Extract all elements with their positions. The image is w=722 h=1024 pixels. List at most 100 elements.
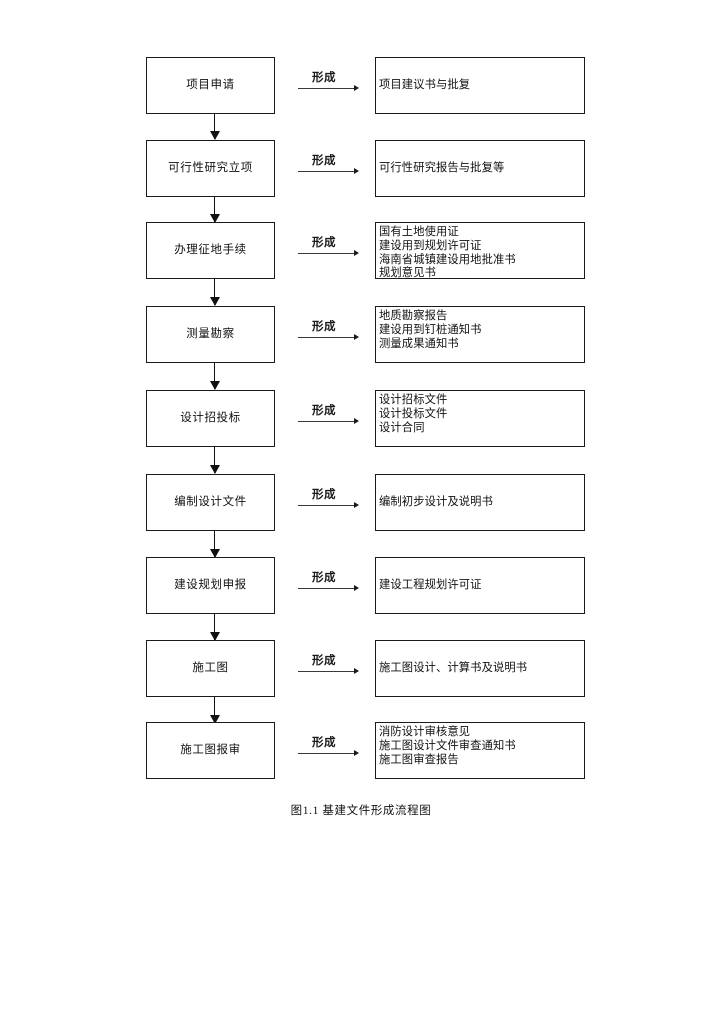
transition-label: 形成	[312, 72, 336, 84]
flow-connector-arrow	[209, 363, 220, 390]
output-line: 消防设计审核意见	[379, 726, 471, 738]
output-document-box[interactable]: 项目建议书与批复	[375, 57, 585, 114]
transition-arrow: 形成	[296, 57, 360, 114]
output-line: 建设工程规划许可证	[379, 578, 482, 591]
arrow-head-icon	[354, 750, 359, 756]
transition-arrow: 形成	[296, 390, 360, 447]
output-line: 项目建议书与批复	[379, 78, 471, 91]
output-document-box[interactable]: 消防设计审核意见 施工图设计文件审查通知书 施工图审查报告	[375, 722, 585, 779]
output-document-box[interactable]: 地质勘察报告 建设用到钉桩通知书 测量成果通知书	[375, 306, 585, 363]
process-box[interactable]: 施工图	[146, 640, 275, 697]
arrow-line	[298, 505, 356, 507]
process-label: 施工图	[192, 661, 229, 674]
output-line: 建设用到钉桩通知书	[379, 323, 482, 336]
arrow-line	[298, 171, 356, 173]
output-document-box[interactable]: 施工图设计、计算书及说明书	[375, 640, 585, 697]
process-label: 办理征地手续	[174, 243, 247, 256]
output-line: 施工图设计文件审查通知书	[379, 739, 516, 752]
connector-stem	[214, 697, 216, 723]
arrow-head-icon	[354, 585, 359, 591]
flow-row: 办理征地手续 形成 国有土地使用证 建设用到规划许可证 海南省城镇建设用地批准书…	[0, 222, 722, 279]
output-line: 施工图审查报告	[379, 753, 459, 766]
connector-stem	[214, 114, 216, 139]
arrow-line	[298, 753, 356, 755]
transition-label: 形成	[312, 572, 336, 584]
arrow-head-icon	[354, 668, 359, 674]
transition-label: 形成	[312, 655, 336, 667]
arrow-line	[298, 421, 356, 423]
process-box[interactable]: 建设规划申报	[146, 557, 275, 614]
output-line: 测量成果通知书	[379, 337, 459, 350]
connector-stem	[214, 279, 216, 305]
flow-row: 项目申请 形成 项目建议书与批复	[0, 57, 722, 114]
transition-label: 形成	[312, 155, 336, 167]
connector-stem	[214, 531, 216, 557]
flow-row: 测量勘察 形成 地质勘察报告 建设用到钉桩通知书 测量成果通知书	[0, 306, 722, 363]
output-line: 可行性研究报告与批复等	[379, 161, 505, 174]
figure-caption: 图1.1 基建文件形成流程图	[290, 805, 432, 817]
output-document-box[interactable]: 可行性研究报告与批复等	[375, 140, 585, 197]
output-document-box[interactable]: 建设工程规划许可证	[375, 557, 585, 614]
connector-arrowhead-icon	[209, 465, 220, 474]
process-label: 建设规划申报	[174, 578, 247, 591]
process-box[interactable]: 测量勘察	[146, 306, 275, 363]
process-box[interactable]: 施工图报审	[146, 722, 275, 779]
flow-connector-arrow	[209, 614, 220, 641]
output-line: 设计合同	[379, 421, 425, 434]
connector-arrowhead-icon	[209, 131, 220, 140]
flow-connector-arrow	[209, 197, 220, 223]
connector-arrowhead-icon	[209, 297, 220, 306]
process-box[interactable]: 编制设计文件	[146, 474, 275, 531]
process-label: 编制设计文件	[174, 495, 247, 508]
arrow-head-icon	[354, 334, 359, 340]
arrow-head-icon	[354, 85, 359, 91]
connector-stem	[214, 614, 216, 640]
arrow-line	[298, 671, 356, 673]
transition-arrow: 形成	[296, 140, 360, 197]
connector-arrowhead-icon	[209, 381, 220, 390]
connector-arrowhead-icon	[209, 715, 220, 724]
arrow-head-icon	[354, 168, 359, 174]
process-label: 施工图报审	[180, 743, 241, 756]
transition-label: 形成	[312, 321, 336, 333]
arrow-head-icon	[354, 250, 359, 256]
output-line: 地质勘察报告	[379, 310, 448, 322]
flow-connector-arrow	[209, 447, 220, 474]
flow-row: 设计招投标 形成 设计招标文件 设计投标文件 设计合同	[0, 390, 722, 447]
connector-stem	[214, 197, 216, 222]
process-box[interactable]: 项目申请	[146, 57, 275, 114]
process-label: 测量勘察	[186, 327, 235, 340]
process-box[interactable]: 设计招投标	[146, 390, 275, 447]
connector-stem	[214, 447, 216, 473]
transition-label: 形成	[312, 489, 336, 501]
transition-label: 形成	[312, 237, 336, 249]
flow-connector-arrow	[209, 114, 220, 140]
flow-row: 建设规划申报 形成 建设工程规划许可证	[0, 557, 722, 614]
transition-arrow: 形成	[296, 222, 360, 279]
flow-connector-arrow	[209, 531, 220, 558]
output-line: 施工图设计、计算书及说明书	[379, 661, 528, 674]
arrow-line	[298, 88, 356, 90]
output-document-box[interactable]: 国有土地使用证 建设用到规划许可证 海南省城镇建设用地批准书 规划意见书	[375, 222, 585, 279]
transition-label: 形成	[312, 405, 336, 417]
connector-arrowhead-icon	[209, 632, 220, 641]
transition-arrow: 形成	[296, 640, 360, 697]
connector-arrowhead-icon	[209, 549, 220, 558]
flow-row: 编制设计文件 形成 编制初步设计及说明书	[0, 474, 722, 531]
transition-arrow: 形成	[296, 722, 360, 779]
transition-arrow: 形成	[296, 557, 360, 614]
output-document-box[interactable]: 编制初步设计及说明书	[375, 474, 585, 531]
flow-connector-arrow	[209, 279, 220, 306]
arrow-line	[298, 253, 356, 255]
arrow-line	[298, 588, 356, 590]
arrow-head-icon	[354, 418, 359, 424]
process-box[interactable]: 办理征地手续	[146, 222, 275, 279]
process-label: 可行性研究立项	[168, 161, 253, 174]
transition-arrow: 形成	[296, 306, 360, 363]
output-line: 建设用到规划许可证	[379, 239, 482, 252]
process-box[interactable]: 可行性研究立项	[146, 140, 275, 197]
flow-row: 施工图 形成 施工图设计、计算书及说明书	[0, 640, 722, 697]
output-document-box[interactable]: 设计招标文件 设计投标文件 设计合同	[375, 390, 585, 447]
output-line: 设计招标文件	[379, 394, 448, 406]
